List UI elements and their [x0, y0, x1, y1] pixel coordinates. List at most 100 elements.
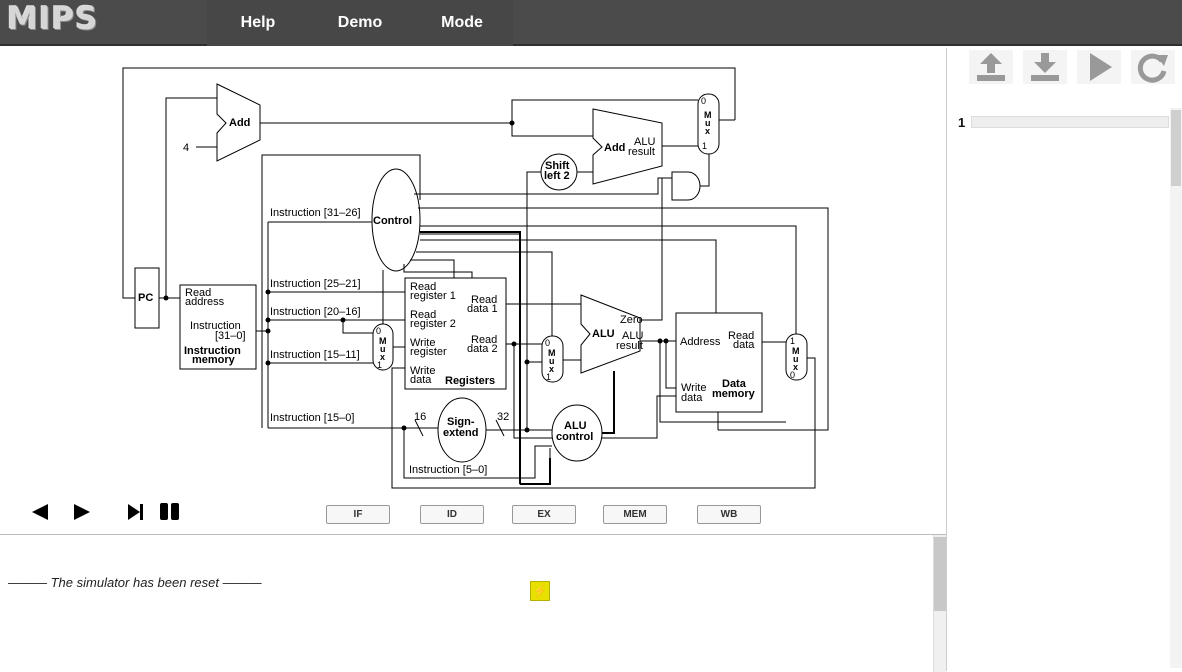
reg-rr1a: Read: [410, 281, 436, 293]
alu-result2: result: [616, 340, 643, 352]
play-icon: [1090, 53, 1112, 81]
pcsrc-mux-u: u: [705, 118, 711, 128]
console-scrollbar[interactable]: [933, 535, 946, 672]
memtoreg-mux-x: x: [793, 362, 798, 372]
reg-wdb: data: [410, 374, 432, 386]
step-back-icon: [32, 504, 48, 520]
download-icon: [1031, 53, 1059, 81]
console-panel: ——— The simulator has been reset ——— ⚡: [0, 534, 946, 672]
reg-rd1a: Read: [471, 294, 497, 306]
memtoreg-mux-u: u: [793, 354, 799, 364]
instr-field-25-21: Instruction [25–21]: [270, 278, 361, 290]
bus-width-32: 32: [497, 411, 509, 423]
dmem-name1: Data: [722, 378, 747, 390]
pause-icon: [160, 503, 179, 520]
pc-register: [134, 267, 160, 329]
branch-adder: [592, 108, 663, 185]
control-unit: [371, 168, 421, 272]
alu-zero: Zero: [620, 314, 643, 326]
stage-ex-button[interactable]: EX: [512, 505, 576, 524]
imem-name2: memory: [192, 354, 236, 366]
instr-field-15-0: Instruction [15–0]: [270, 412, 354, 424]
dmem-name2: memory: [712, 388, 756, 400]
download-button[interactable]: [1023, 50, 1067, 84]
shift-l1: Shift: [545, 160, 570, 172]
pc-adder-label: Add: [229, 117, 250, 129]
editor-toolbar: [969, 50, 1175, 84]
stage-id-button[interactable]: ID: [420, 505, 484, 524]
console-scroll-thumb[interactable]: [934, 537, 946, 611]
run-button[interactable]: [1077, 50, 1121, 84]
run-to-end-button[interactable]: [126, 502, 146, 527]
upload-button[interactable]: [969, 50, 1013, 84]
bus-width-16: 16: [414, 411, 426, 423]
const-four: 4: [183, 142, 189, 154]
play-step-icon: [74, 504, 90, 520]
alu-label: ALU: [592, 328, 615, 340]
sign-ext-l2: extend: [443, 427, 478, 439]
flash-icon[interactable]: ⚡: [530, 581, 550, 601]
alusrc-mux-1: 1: [546, 372, 551, 382]
shift-l2: left 2: [544, 170, 570, 182]
imem-bits: [31–0]: [215, 330, 246, 342]
imem-name1: Instruction: [184, 345, 241, 357]
register-file: [404, 277, 507, 390]
dmem-rdb: data: [733, 339, 755, 351]
imem-address: address: [185, 296, 225, 308]
branch-alu-label: ALU: [634, 136, 655, 148]
console-message: ——— The simulator has been reset ———: [8, 575, 262, 590]
top-bar: MIPS Help Demo Mode: [0, 0, 1182, 46]
instr-field-31-26: Instruction [31–26]: [270, 207, 361, 219]
memtoreg-mux-1: 1: [790, 336, 795, 346]
menu-demo[interactable]: Demo: [309, 0, 411, 46]
datapath-panel: Add 4 PC Read address Instruction [31–0]…: [0, 48, 946, 534]
regdst-mux-u: u: [380, 344, 386, 354]
step-forward-button[interactable]: [72, 502, 92, 527]
alu-control-l2: control: [556, 431, 593, 443]
editor-scrollbar[interactable]: [1170, 108, 1182, 668]
reg-wda: Write: [410, 365, 435, 377]
reg-rr2a: Read: [410, 309, 436, 321]
skip-forward-icon: [128, 504, 143, 520]
alusrc-mux-u: u: [549, 356, 555, 366]
alu-control-l1: ALU: [564, 420, 587, 432]
app-logo: MIPS: [7, 1, 99, 37]
dmem-rda: Read: [728, 330, 754, 342]
menu-mode[interactable]: Mode: [411, 0, 513, 46]
line-number: 1: [958, 115, 966, 130]
control-label: Control: [373, 215, 412, 227]
pause-button[interactable]: [159, 502, 181, 527]
alusrc-mux-m: M: [548, 348, 556, 358]
stage-wb-button[interactable]: WB: [697, 505, 761, 524]
menu-help[interactable]: Help: [207, 0, 309, 46]
pcsrc-mux: [697, 93, 720, 155]
refresh-icon: [1137, 53, 1168, 83]
pcsrc-mux-1: 1: [702, 141, 707, 151]
editor-scroll-thumb[interactable]: [1171, 110, 1181, 186]
regdst-mux-m: M: [379, 336, 387, 346]
instr-field-15-11: Instruction [15–11]: [270, 349, 360, 361]
pcsrc-mux-0: 0: [701, 96, 706, 106]
code-line-1[interactable]: [971, 116, 1169, 128]
pcsrc-mux-m: M: [704, 110, 712, 120]
alusrc-mux-x: x: [549, 364, 554, 374]
memtoreg-mux-m: M: [792, 346, 800, 356]
branch-result-label: result: [628, 146, 655, 158]
datapath-diagram: Add 4 PC Read address Instruction [31–0]…: [122, 67, 829, 489]
instr-field-20-16: Instruction [20–16]: [270, 306, 361, 318]
main-menu: Help Demo Mode: [207, 0, 513, 46]
stage-mem-button[interactable]: MEM: [603, 505, 667, 524]
main-alu: [580, 294, 641, 374]
memtoreg-mux: [785, 333, 808, 381]
sign-ext-l1: Sign-: [447, 416, 475, 428]
reset-button[interactable]: [1131, 50, 1175, 84]
step-back-button[interactable]: [30, 502, 50, 527]
dmem-address: Address: [680, 336, 721, 348]
dmem-wdb: data: [681, 392, 703, 404]
reg-rr2b: register 2: [410, 318, 456, 330]
stage-if-button[interactable]: IF: [326, 505, 390, 524]
reg-rd2b: data 2: [467, 343, 498, 355]
imem-read: Read: [185, 287, 211, 299]
regdst-mux-0: 0: [376, 326, 381, 336]
alu-result1: ALU: [622, 330, 643, 342]
